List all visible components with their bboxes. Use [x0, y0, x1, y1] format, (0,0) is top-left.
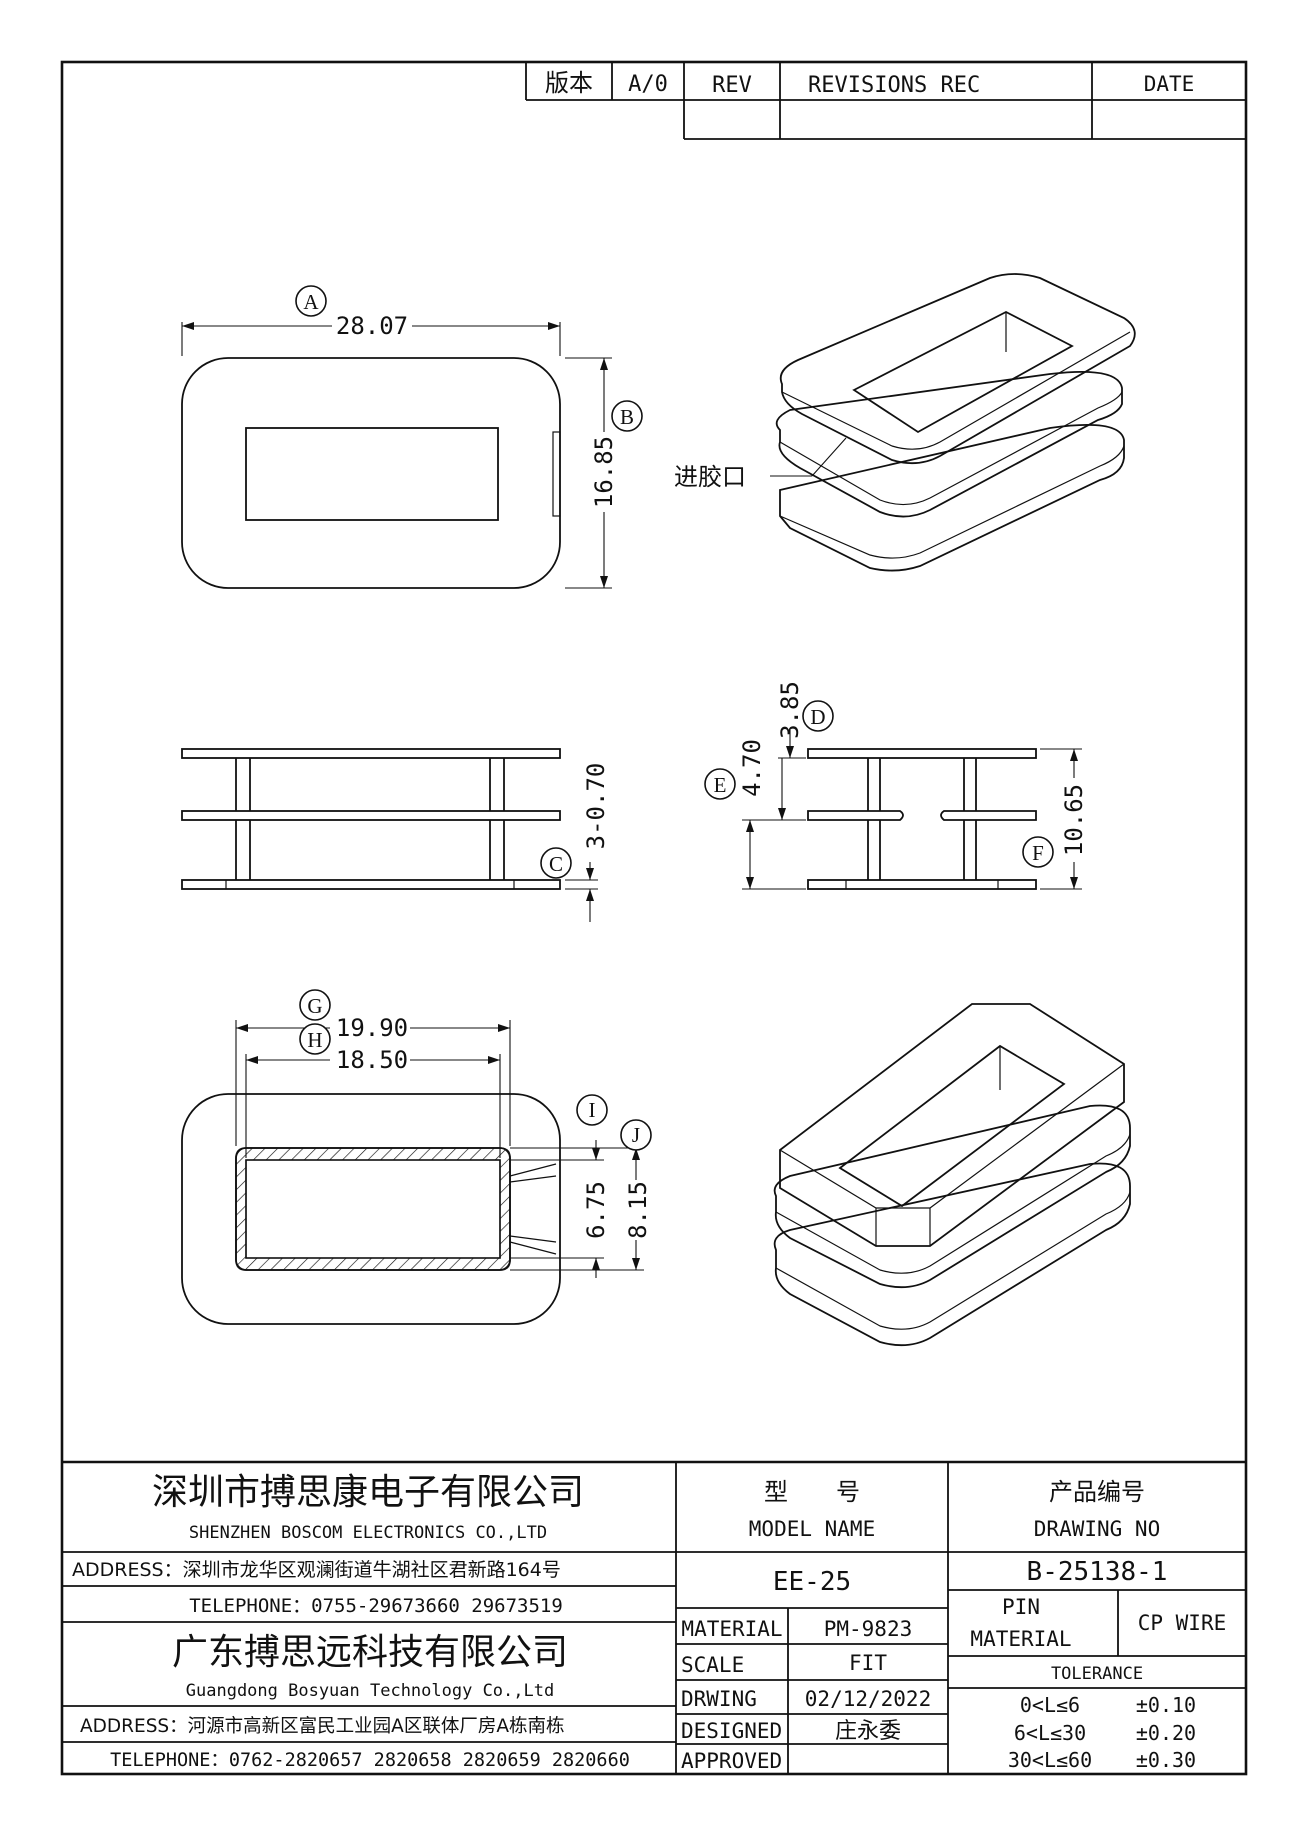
dim-i-tag-letter: I — [589, 1098, 596, 1122]
side-view: 3.85 D 4.70 E 10.65 F — [704, 681, 1088, 890]
dim-d-tag — [802, 700, 834, 732]
dim-h-tag-letter: H — [307, 1028, 322, 1052]
dim-e-tag-letter: E — [714, 773, 727, 797]
section-view: 19.90 G 18.50 H 6.75 I 8.15 J — [181, 989, 652, 1325]
pin-label: PIN — [1002, 1595, 1040, 1619]
tolerance-value-3: ±0.30 — [1136, 1748, 1196, 1772]
dim-i-value: 6.75 — [582, 1181, 610, 1239]
model-cn: 型 号 — [764, 1478, 860, 1506]
dim-g-tag — [299, 989, 331, 1021]
version-label: 版本 — [545, 69, 593, 97]
drawing-date: 02/12/2022 — [805, 1687, 931, 1711]
iso-view-1: 进胶口 — [674, 273, 1136, 572]
pin-material-label: MATERIAL — [970, 1627, 1071, 1651]
tolerance-range-3: 30<L≤60 — [1008, 1748, 1092, 1772]
material-value: PM-9823 — [824, 1617, 913, 1641]
dim-c-value: 3-0.70 — [582, 763, 610, 850]
tolerance-range-1: 0<L≤6 — [1020, 1693, 1080, 1717]
dim-f-tag-letter: F — [1032, 841, 1044, 865]
dim-h-value: 18.50 — [336, 1046, 408, 1074]
tolerance-value-2: ±0.20 — [1136, 1721, 1196, 1745]
dim-j-value: 8.15 — [624, 1181, 652, 1239]
material-label: MATERIAL — [681, 1617, 782, 1641]
gate-label: 进胶口 — [674, 463, 746, 491]
designed-label: DESIGNED — [681, 1719, 782, 1743]
revision-table: 版本 A/0 REV REVISIONS REC DATE — [525, 62, 1246, 140]
drawing-label: DRWING — [681, 1687, 757, 1711]
dim-g-tag-letter: G — [307, 994, 322, 1018]
top-view: 28.07 A 16.85 B — [181, 285, 643, 589]
dim-d-value: 3.85 — [776, 681, 804, 739]
drawing-en: DRAWING NO — [1034, 1517, 1160, 1541]
version-value: A/0 — [628, 72, 668, 97]
address2: ADDRESS：河源市高新区富民工业园A区联体厂房A栋南栋 — [80, 1716, 565, 1737]
dim-a-tag — [295, 285, 327, 317]
dim-j-tag — [620, 1119, 652, 1151]
rev-label: REV — [712, 73, 752, 98]
model-en: MODEL NAME — [749, 1517, 875, 1541]
model-value: EE-25 — [773, 1567, 851, 1597]
dim-i-tag — [576, 1094, 608, 1126]
dim-e-tag — [704, 768, 736, 800]
company1-cn: 深圳市搏思康电子有限公司 — [152, 1472, 584, 1513]
revisions-label: REVISIONS REC — [808, 73, 980, 98]
telephone1: TELEPHONE：0755-29673660 29673519 — [189, 1595, 563, 1617]
iso-view-2 — [773, 1003, 1131, 1347]
sheet-border — [60, 60, 1248, 1776]
dim-a-tag-letter: A — [303, 290, 319, 314]
tolerance-value-1: ±0.10 — [1136, 1693, 1196, 1717]
tolerance-label: TOLERANCE — [1051, 1664, 1143, 1684]
dim-j-tag-letter: J — [632, 1123, 640, 1147]
scale-label: SCALE — [681, 1653, 744, 1677]
company1-en: SHENZHEN BOSCOM ELECTRONICS CO.,LTD — [189, 1523, 547, 1543]
title-block: 深圳市搏思康电子有限公司 SHENZHEN BOSCOM ELECTRONICS… — [62, 1460, 1246, 1774]
dim-b-value: 16.85 — [590, 436, 618, 508]
dim-b-tag — [611, 400, 643, 432]
tolerance-range-2: 6<L≤30 — [1014, 1721, 1086, 1745]
dim-a-value: 28.07 — [336, 312, 408, 340]
telephone2: TELEPHONE：0762-2820657 2820658 2820659 2… — [110, 1750, 630, 1771]
dim-d-tag-letter: D — [810, 705, 825, 729]
dim-f-tag — [1022, 836, 1054, 868]
dim-c-tag — [540, 847, 572, 879]
dim-b-tag-letter: B — [620, 405, 634, 429]
company2-cn: 广东搏思远科技有限公司 — [172, 1632, 568, 1673]
dim-f-value: 10.65 — [1060, 784, 1088, 856]
designed-value: 庄永委 — [835, 1719, 901, 1744]
dim-g-value: 19.90 — [336, 1014, 408, 1042]
drawing-value: B-25138-1 — [1027, 1557, 1168, 1587]
dim-c-tag-letter: C — [549, 852, 563, 876]
drawing-cn: 产品编号 — [1049, 1478, 1145, 1506]
company2-en: Guangdong Bosyuan Technology Co.,Ltd — [186, 1681, 554, 1701]
pin-material-value: CP WIRE — [1138, 1611, 1227, 1635]
address1: ADDRESS：深圳市龙华区观澜街道牛湖社区君新路164号 — [72, 1559, 561, 1581]
approved-label: APPROVED — [681, 1749, 782, 1773]
scale-value: FIT — [849, 1651, 887, 1675]
front-view: 3-0.70 C — [181, 748, 610, 922]
dim-h-tag — [299, 1023, 331, 1055]
dim-e-value: 4.70 — [738, 739, 766, 797]
date-label: DATE — [1144, 72, 1195, 96]
